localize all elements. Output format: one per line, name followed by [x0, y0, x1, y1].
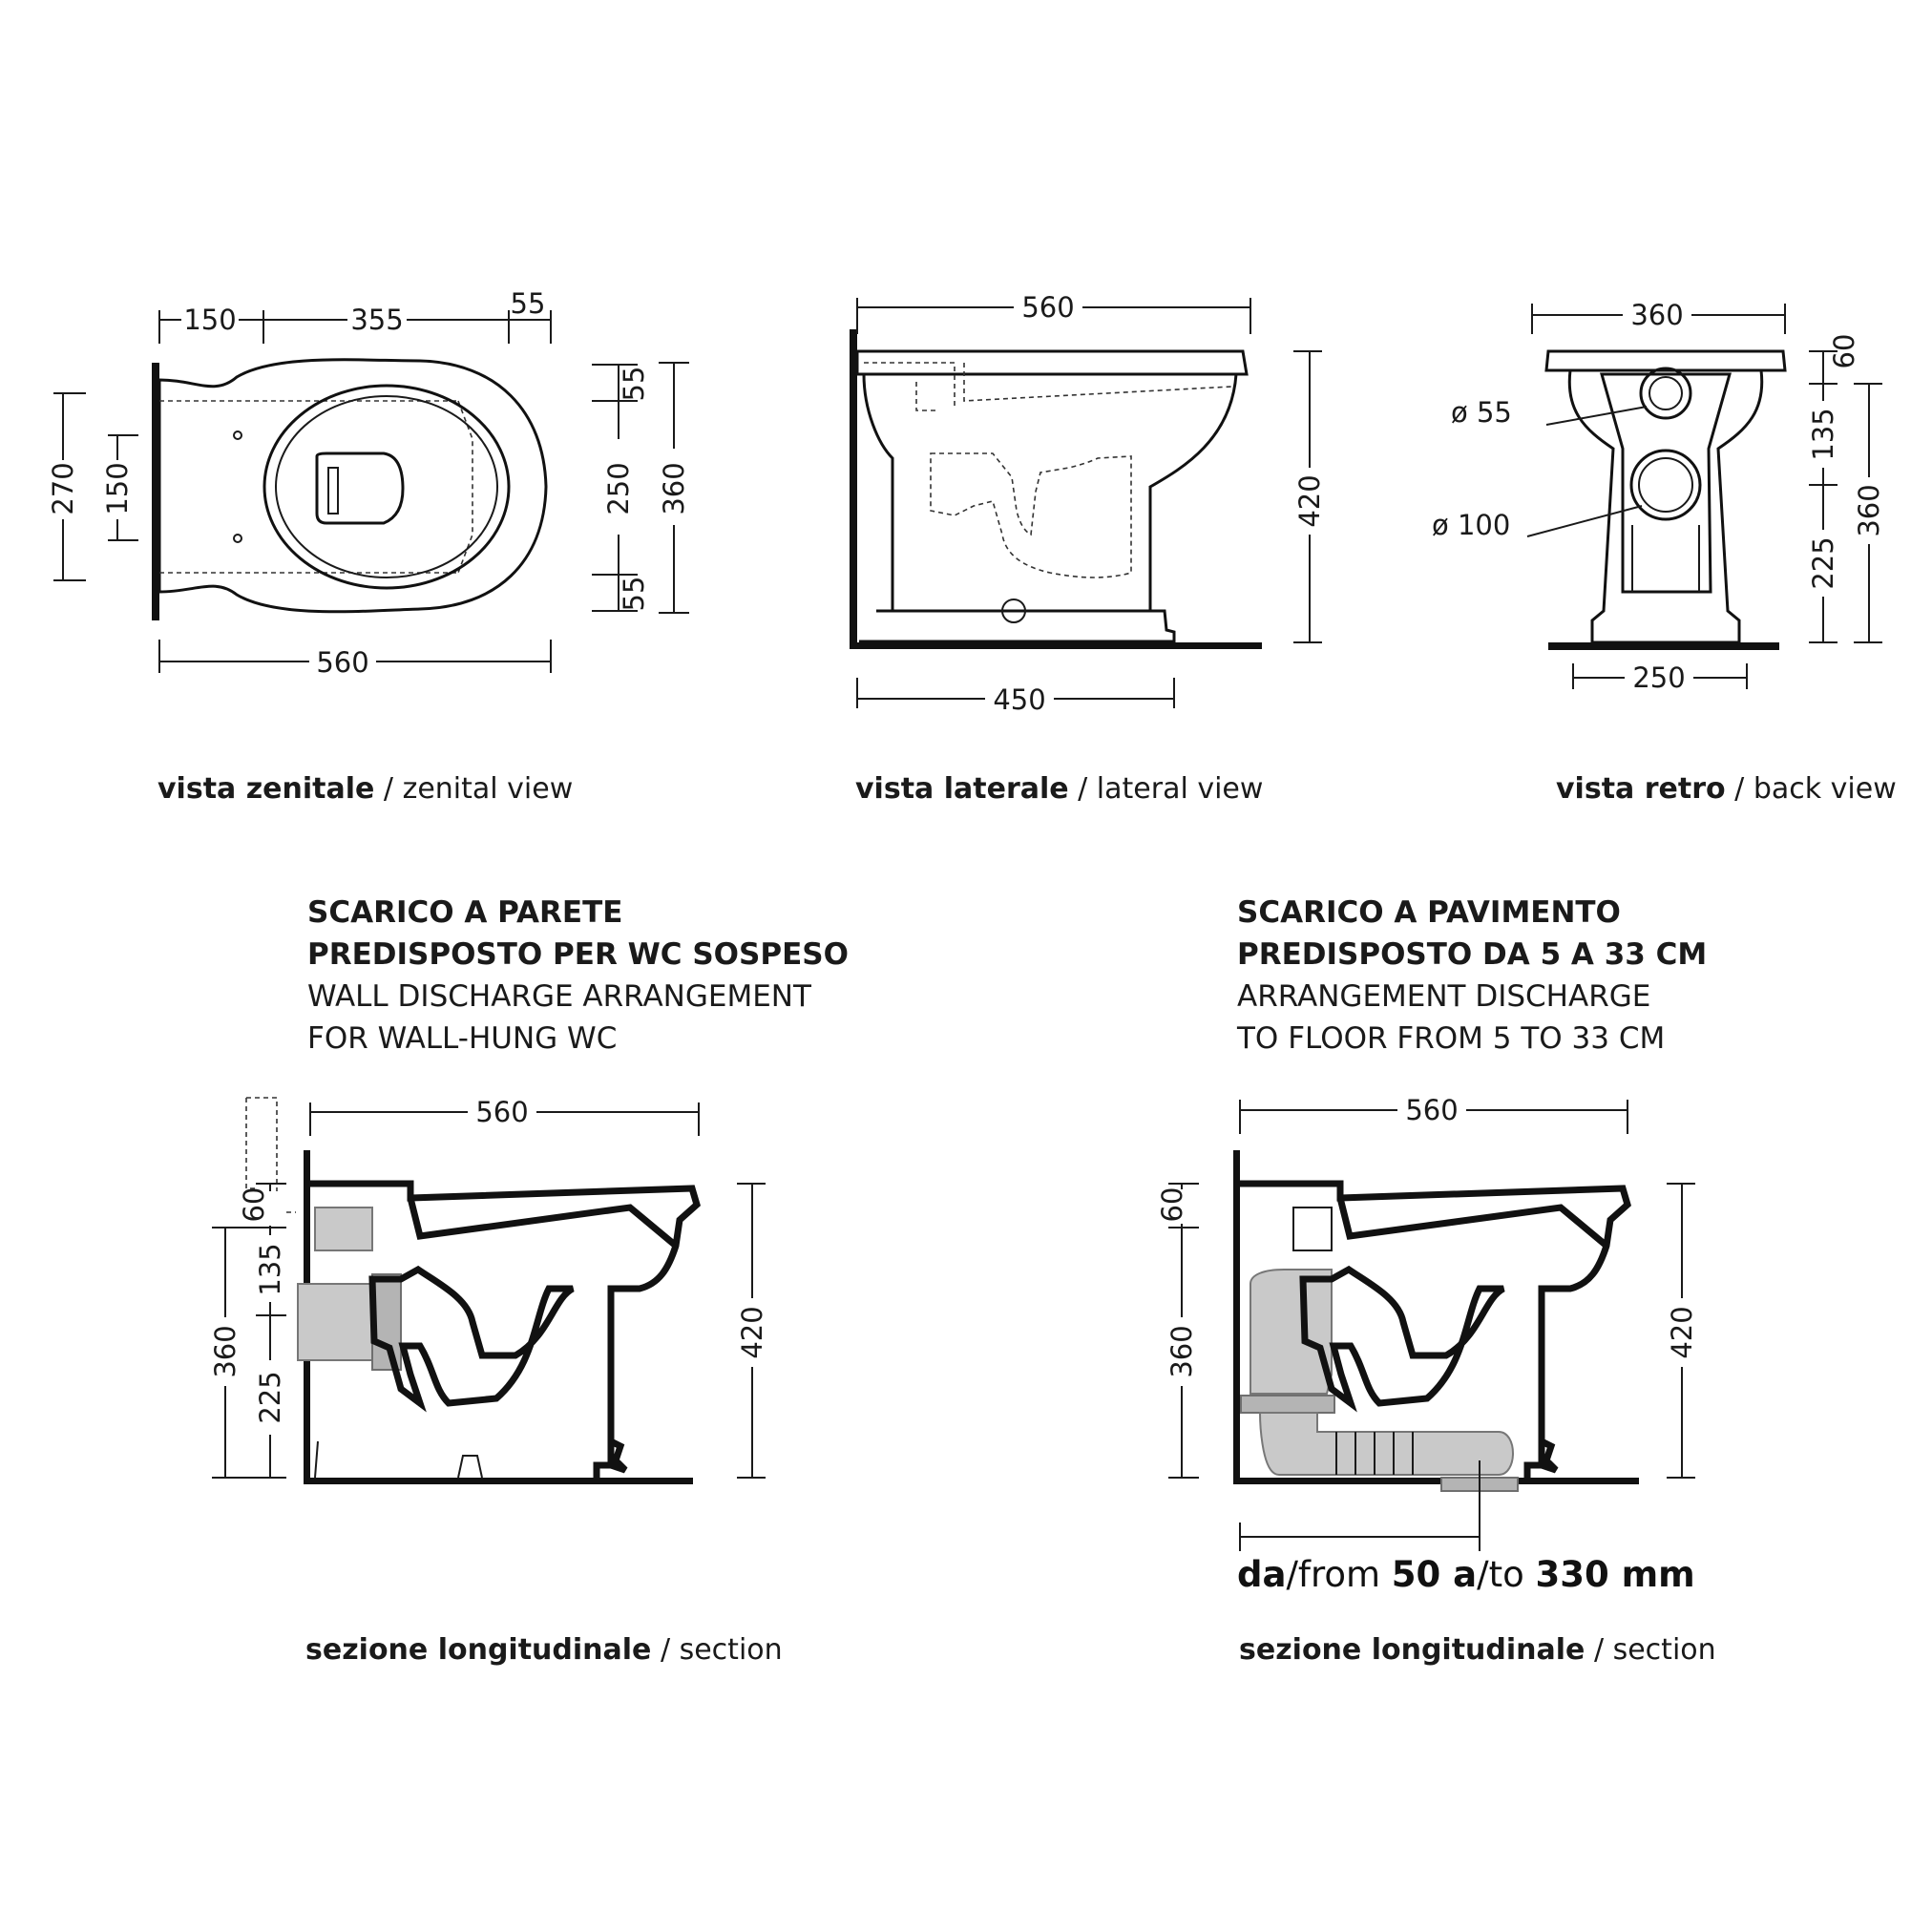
dim-150-top: 150	[183, 304, 236, 336]
heading-wall-en-2: FOR WALL-HUNG WC	[307, 1021, 617, 1056]
range-label: da/from 50 a/to 330 mm	[1237, 1554, 1695, 1595]
diameter-100-label: ø 100	[1432, 509, 1510, 541]
wall-line	[152, 363, 159, 620]
dim-560-lateral: 560	[1021, 291, 1074, 324]
heading-floor-en-1: ARRANGEMENT DISCHARGE	[1237, 979, 1650, 1014]
zenital-view: 150 355 55 560 270 150 55 250 55 360	[46, 287, 690, 806]
dim-55-top: 55	[511, 287, 546, 320]
section-floor-discharge: SCARICO A PAVIMENTO PREDISPOSTO DA 5 A 3…	[1156, 895, 1716, 1667]
dim-135-back: 135	[1807, 408, 1839, 460]
dim-560-bottom: 560	[316, 646, 368, 679]
back-view: ø 55 ø 100 360 250 60 135 225 360 vista …	[1432, 296, 1897, 806]
dim-450-lateral: 450	[993, 683, 1045, 716]
heading-wall-it-2: PREDISPOSTO PER WC SOSPESO	[307, 937, 849, 972]
dim-60-wall-section: 60	[238, 1187, 270, 1223]
dim-360-wall-section: 360	[209, 1325, 242, 1377]
caption-lateral: vista laterale / lateral view	[855, 772, 1263, 806]
dim-360-floor-section: 360	[1166, 1325, 1198, 1377]
toilet-body-back	[1544, 349, 1787, 644]
caption-back: vista retro / back view	[1556, 772, 1897, 806]
caption-zenital: vista zenitale / zenital view	[158, 772, 573, 806]
dim-55-right-bottom: 55	[618, 577, 650, 612]
dim-60-floor-section: 60	[1156, 1187, 1188, 1223]
dim-55-right-top: 55	[618, 367, 650, 402]
heading-floor-it-1: SCARICO A PAVIMENTO	[1237, 895, 1621, 930]
floor-discharge-pipe	[1250, 1269, 1333, 1395]
lateral-view: 560 450 420 vista laterale / lateral vie…	[850, 288, 1326, 806]
dim-420-lateral: 420	[1293, 474, 1326, 527]
dim-420-floor-section: 420	[1666, 1306, 1698, 1358]
heading-floor-en-2: TO FLOOR FROM 5 TO 33 CM	[1236, 1021, 1665, 1056]
dim-560-wall-section: 560	[475, 1096, 528, 1128]
bowl-outline	[158, 358, 548, 614]
dim-225-back: 225	[1807, 536, 1839, 589]
dim-250-right: 250	[602, 462, 635, 514]
dim-355-top: 355	[350, 304, 403, 336]
caption-wall-section: sezione longitudinale / section	[305, 1633, 783, 1667]
section-wall-discharge: SCARICO A PARETE PREDISPOSTO PER WC SOSP…	[208, 895, 849, 1667]
dim-360-back-right: 360	[1853, 484, 1885, 536]
dim-150-left: 150	[101, 462, 134, 514]
wall-discharge-pipe	[297, 1283, 377, 1361]
dim-135-wall-section: 135	[254, 1243, 286, 1295]
diameter-55-label: ø 55	[1451, 396, 1512, 429]
dim-60-back: 60	[1828, 334, 1860, 369]
dim-560-floor-section: 560	[1405, 1094, 1458, 1126]
heading-floor-it-2: PREDISPOSTO DA 5 A 33 CM	[1237, 937, 1707, 972]
dim-420-wall-section: 420	[736, 1306, 768, 1358]
dim-250-back-bottom: 250	[1632, 662, 1685, 694]
dim-360-right: 360	[658, 462, 690, 514]
dim-270-left: 270	[47, 462, 79, 514]
dim-360-back-top: 360	[1630, 299, 1683, 331]
caption-floor-section: sezione longitudinale / section	[1239, 1633, 1716, 1667]
toilet-body-lateral	[862, 373, 1238, 613]
heading-wall-it-1: SCARICO A PARETE	[307, 895, 622, 930]
dim-225-wall-section: 225	[254, 1371, 286, 1423]
heading-wall-en-1: WALL DISCHARGE ARRANGEMENT	[307, 979, 812, 1014]
